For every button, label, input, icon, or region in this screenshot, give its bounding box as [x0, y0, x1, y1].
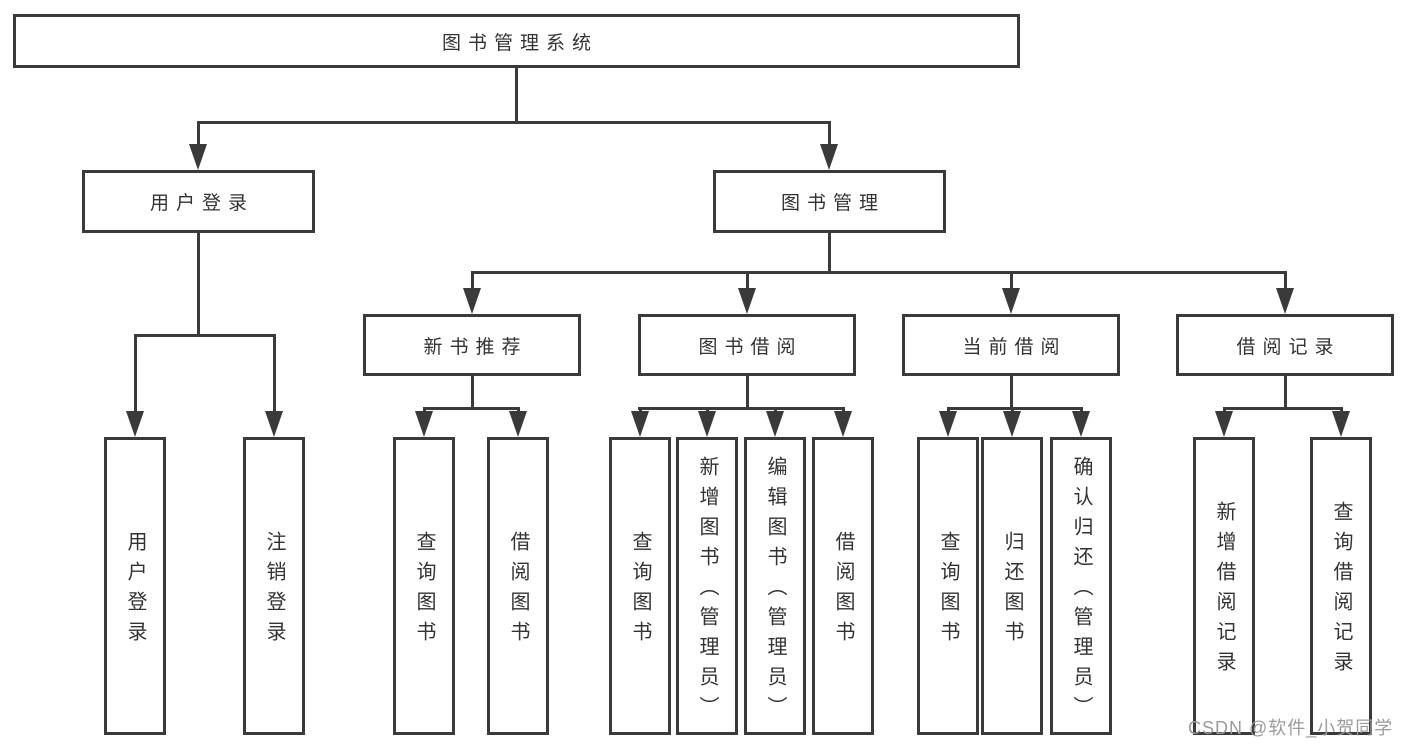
- node-label: 当前借阅: [962, 336, 1067, 358]
- node-leaf-add-books-admin: 新增图书（管理员）: [676, 437, 738, 735]
- connector-current-borrow-drop: [1010, 376, 1013, 408]
- connector-book-borrow-bus: [638, 407, 845, 410]
- node-leaf-confirm-return-admin: 确认归还（管理员）: [1050, 437, 1112, 735]
- arrow-down-icon: [834, 411, 852, 437]
- arrow-down-icon: [939, 411, 957, 437]
- node-label: 查询图书: [937, 531, 959, 651]
- node-book-management: 图书管理: [713, 170, 946, 233]
- node-leaf-borrow-books-recommend: 借阅图书: [487, 437, 549, 735]
- node-label: 新增借阅记录: [1213, 501, 1235, 681]
- node-label: 借阅记录: [1236, 336, 1341, 358]
- arrow-down-icon: [698, 411, 716, 437]
- node-leaf-query-books-current: 查询图书: [917, 437, 979, 735]
- node-leaf-user-login: 用户登录: [104, 437, 166, 735]
- csdn-watermark: CSDN @软件_小贺同学: [1188, 718, 1394, 738]
- node-current-borrowing: 当前借阅: [902, 314, 1120, 376]
- node-label: 图书管理: [780, 193, 885, 214]
- arrow-down-icon: [738, 288, 756, 314]
- connector-root-drop: [515, 68, 518, 122]
- connector-user-login-drop: [197, 233, 200, 335]
- connector-book-management-bus: [471, 271, 1287, 274]
- connector-new-book-drop: [471, 376, 474, 408]
- connector-stem-user-login: [197, 122, 200, 148]
- connector-current-borrow-bus: [947, 407, 1083, 410]
- arrow-down-icon: [265, 411, 283, 437]
- node-leaf-edit-books-admin: 编辑图书（管理员）: [744, 437, 806, 735]
- connector-book-borrow-drop: [746, 376, 749, 408]
- node-book-borrowing: 图书借阅: [638, 314, 856, 376]
- connector-user-login-bus: [134, 334, 276, 337]
- arrow-down-icon: [1002, 288, 1020, 314]
- connector-stem-level2: [746, 272, 749, 290]
- arrow-down-icon: [1276, 288, 1294, 314]
- node-user-login: 用户登录: [82, 170, 315, 233]
- node-label: 借阅图书: [507, 531, 529, 651]
- node-label: 查询图书: [413, 531, 435, 651]
- node-leaf-logout: 注销登录: [243, 437, 305, 735]
- connector-stem-leaf: [273, 335, 276, 413]
- node-leaf-query-books-borrow: 查询图书: [609, 437, 671, 735]
- connector-new-book-bus: [423, 407, 520, 410]
- node-label: 编辑图书（管理员）: [764, 456, 786, 726]
- node-label: 用户登录: [149, 193, 254, 214]
- node-label: 注销登录: [263, 531, 285, 651]
- connector-borrow-records-drop: [1284, 376, 1287, 408]
- node-leaf-add-borrow-record: 新增借阅记录: [1193, 437, 1255, 735]
- arrow-down-icon: [463, 288, 481, 314]
- arrow-down-icon: [126, 411, 144, 437]
- connector-stem-level2: [1284, 272, 1287, 290]
- connector-stem-leaf: [134, 335, 137, 413]
- node-new-book-recommendation: 新书推荐: [363, 314, 581, 376]
- node-leaf-query-borrow-record: 查询借阅记录: [1310, 437, 1372, 735]
- connector-root-bus: [197, 121, 831, 124]
- node-label: 图书借阅: [698, 336, 803, 358]
- arrow-down-icon: [415, 411, 433, 437]
- node-label: 图书管理系统: [441, 32, 598, 54]
- node-label: 归还图书: [1001, 531, 1023, 651]
- connector-stem-level2: [1010, 272, 1013, 290]
- node-label: 确认归还（管理员）: [1070, 456, 1092, 726]
- node-label: 查询借阅记录: [1330, 501, 1352, 681]
- connector-borrow-records-bus: [1223, 407, 1343, 410]
- arrow-down-icon: [189, 144, 207, 170]
- arrow-down-icon: [766, 411, 784, 437]
- connector-stem-book-management: [828, 122, 831, 148]
- arrow-down-icon: [1003, 411, 1021, 437]
- connector-book-management-drop: [828, 233, 831, 272]
- node-leaf-query-books-recommend: 查询图书: [393, 437, 455, 735]
- node-borrowing-records: 借阅记录: [1176, 314, 1394, 376]
- node-label: 查询图书: [629, 531, 651, 651]
- arrow-down-icon: [509, 411, 527, 437]
- node-label: 借阅图书: [832, 531, 854, 651]
- node-library-management-system: 图书管理系统: [13, 14, 1020, 68]
- node-leaf-borrow-books: 借阅图书: [812, 437, 874, 735]
- node-label: 新书推荐: [423, 336, 528, 358]
- arrow-down-icon: [1072, 411, 1090, 437]
- node-label: 用户登录: [124, 531, 146, 651]
- arrow-down-icon: [1215, 411, 1233, 437]
- arrow-down-icon: [820, 144, 838, 170]
- node-label: 新增图书（管理员）: [696, 456, 718, 726]
- arrow-down-icon: [631, 411, 649, 437]
- connector-stem-level2: [471, 272, 474, 290]
- node-leaf-return-books: 归还图书: [981, 437, 1043, 735]
- arrow-down-icon: [1332, 411, 1350, 437]
